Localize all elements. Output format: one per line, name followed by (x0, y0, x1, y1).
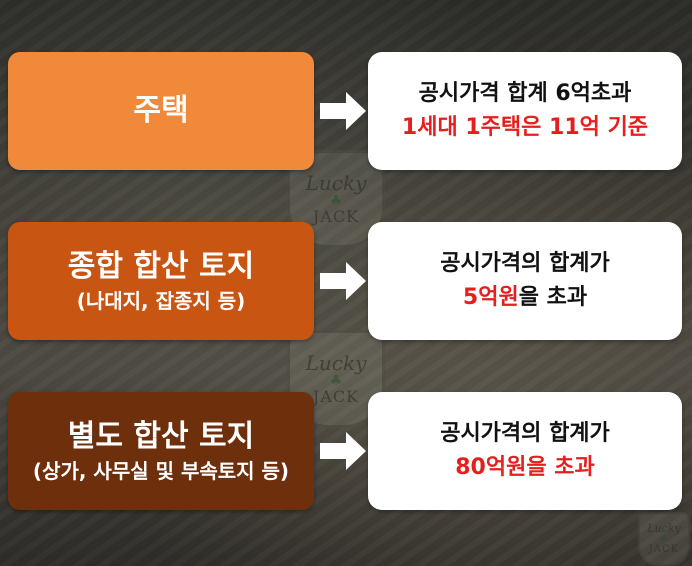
highlight-text: 1세대 1주택은 11억 기준 (401, 115, 649, 140)
condition-box: 공시가격의 합계가 5억원을 초과 (368, 222, 682, 340)
condition-line2: 1세대 1주택은 11억 기준 (402, 111, 648, 145)
watermark-text-bottom: JACK (648, 544, 680, 555)
category-subtitle: (상가, 사무실 및 부속토지 등) (32, 459, 290, 483)
watermark-text-bottom: JACK (312, 387, 360, 406)
watermark-text-top: Lucky (305, 171, 367, 195)
watermark-text-top: Lucky (647, 522, 681, 535)
clover-icon: ♣ (329, 373, 343, 389)
lucky-jack-logo-corner: Lucky ♣ JACK (638, 512, 690, 566)
watermark-text-bottom: JACK (312, 207, 360, 226)
arrow-right-icon (320, 92, 366, 130)
arrow-right-icon (320, 262, 366, 300)
clover-icon: ♣ (329, 193, 343, 209)
condition-line1: 공시가격의 합계가 (440, 251, 610, 276)
condition-suffix: 을 초과 (518, 285, 588, 310)
row-comprehensive-land: 종합 합산 토지 (나대지, 잡종지 등) 공시가격의 합계가 5억원을 초과 (8, 222, 682, 344)
arrow-right-icon (320, 432, 366, 470)
category-housing: 주택 (8, 52, 314, 170)
condition-box: 공시가격 합계 6억초과 1세대 1주택은 11억 기준 (368, 52, 682, 170)
category-title: 종합 합산 토지 (67, 249, 255, 284)
category-separate-land: 별도 합산 토지 (상가, 사무실 및 부속토지 등) (8, 392, 314, 510)
row-separate-land: 별도 합산 토지 (상가, 사무실 및 부속토지 등) 공시가격의 합계가 80… (8, 392, 682, 514)
category-subtitle: (나대지, 잡종지 등) (76, 289, 246, 313)
condition-line2: 5억원을 초과 (463, 281, 587, 315)
condition-box: 공시가격의 합계가 80억원을 초과 (368, 392, 682, 510)
highlight-text: 5억원 (462, 285, 519, 310)
category-title: 주택 (133, 93, 189, 128)
condition-line1: 공시가격 합계 6억초과 (418, 81, 632, 106)
category-title: 별도 합산 토지 (67, 419, 255, 454)
clover-icon: ♣ (659, 534, 669, 544)
condition-line2: 80억원을 초과 (455, 451, 594, 485)
row-housing: 주택 공시가격 합계 6억초과 1세대 1주택은 11억 기준 (8, 52, 682, 174)
condition-line1: 공시가격의 합계가 (440, 421, 610, 446)
highlight-text: 80억원을 초과 (455, 455, 595, 480)
category-comprehensive-land: 종합 합산 토지 (나대지, 잡종지 등) (8, 222, 314, 340)
watermark-text-top: Lucky (305, 351, 367, 375)
